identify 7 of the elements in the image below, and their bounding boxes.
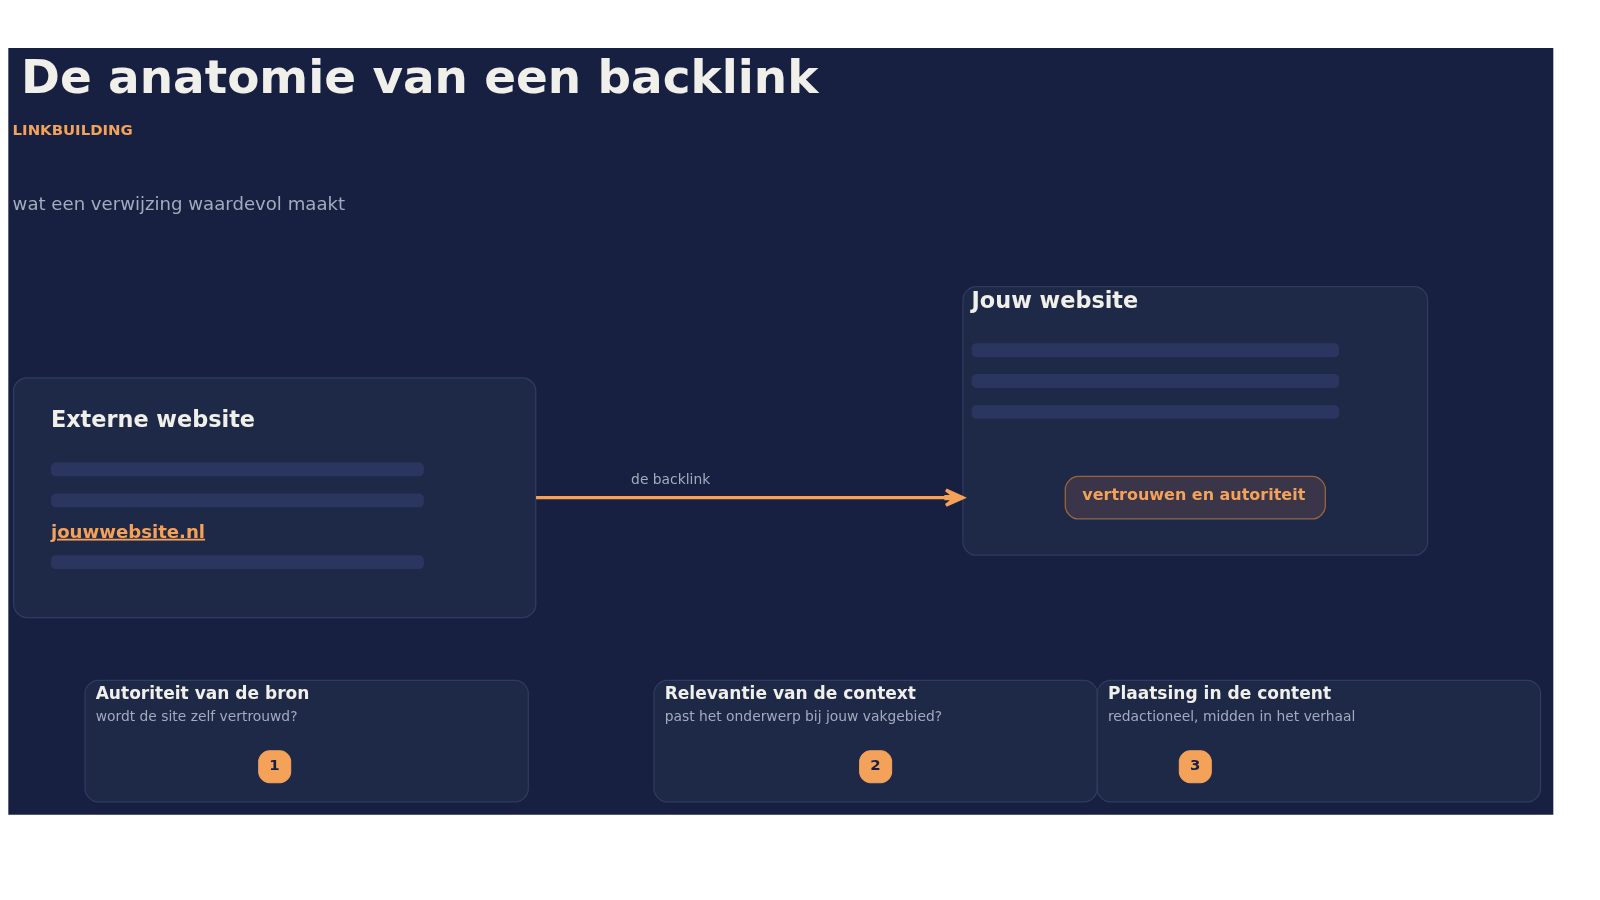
node-box: Externe website jouwwebsite.nl	[13, 376, 537, 618]
edge-label: de backlink	[631, 470, 711, 487]
node-box: vertrouwen en autoriteit	[1064, 475, 1326, 520]
label: LINKBUILDING	[12, 120, 133, 139]
arrow	[536, 487, 965, 507]
diagram-title: De anatomie van een backlink	[21, 48, 819, 104]
label: wat een verwijzing waardevol maakt	[12, 192, 346, 214]
